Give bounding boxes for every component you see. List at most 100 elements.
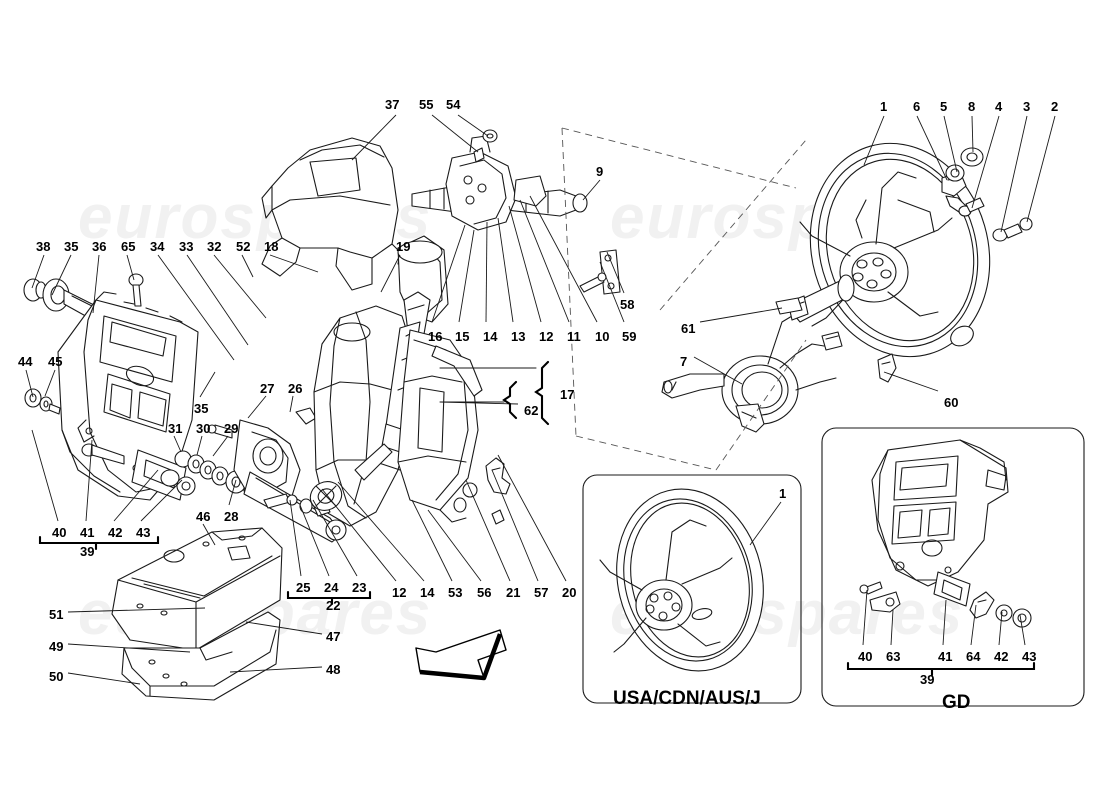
leader-8 bbox=[971, 115, 974, 153]
callout-label-14b: 14 bbox=[420, 585, 435, 600]
inset-gd-bracket bbox=[859, 439, 1032, 628]
leader-16 bbox=[431, 224, 466, 323]
leader-57 bbox=[491, 469, 539, 582]
inset-gd-callout-label-40: 40 bbox=[858, 649, 873, 664]
callout-label-44: 44 bbox=[18, 354, 33, 369]
callout-label-39: 39 bbox=[80, 544, 95, 559]
gd-leader-43 bbox=[1019, 614, 1026, 646]
leader-27 bbox=[247, 395, 267, 419]
leader-24 bbox=[299, 504, 330, 577]
leader-48 bbox=[229, 666, 323, 673]
leader-30 bbox=[196, 435, 203, 456]
housing-cast-17 bbox=[397, 329, 483, 523]
leader-3 bbox=[1000, 115, 1028, 233]
callout-label-60: 60 bbox=[944, 395, 959, 410]
callout-label-20: 20 bbox=[562, 585, 577, 600]
callout-label-18: 18 bbox=[264, 239, 279, 254]
leader-65 bbox=[126, 254, 135, 281]
leader-18 bbox=[269, 254, 319, 273]
callout-leader-lines bbox=[25, 114, 1056, 685]
callout-label-12b: 12 bbox=[392, 585, 407, 600]
callout-label-51: 51 bbox=[49, 607, 64, 622]
callout-label-48: 48 bbox=[326, 662, 341, 677]
leader-25 bbox=[289, 499, 302, 577]
callout-label-35t: 35 bbox=[64, 239, 79, 254]
callout-label-2: 2 bbox=[1051, 99, 1059, 114]
leader-5 bbox=[943, 115, 958, 173]
callout-label-5: 5 bbox=[940, 99, 948, 114]
callout-label-12: 12 bbox=[539, 329, 554, 344]
inset-gd-callout-label-43: 43 bbox=[1022, 649, 1037, 664]
callout-label-42: 42 bbox=[108, 525, 123, 540]
lower-cover-assembly bbox=[111, 527, 283, 701]
leader-26 bbox=[289, 395, 294, 413]
clock-spring-module-7 bbox=[661, 295, 843, 433]
callout-label-1: 1 bbox=[880, 99, 888, 114]
leader-10 bbox=[529, 195, 598, 323]
inset-gd-group-label-gd-group-39: 39 bbox=[920, 672, 935, 687]
callout-label-62: 62 bbox=[524, 403, 539, 418]
inset-usa-callout-label-1: 1 bbox=[779, 486, 787, 501]
leader-54 bbox=[457, 114, 489, 137]
callout-label-34: 34 bbox=[150, 239, 165, 254]
inset-usa-caption: USA/CDN/AUS/J bbox=[613, 688, 761, 709]
inset-gd-callout-label-41: 41 bbox=[938, 649, 953, 664]
leader-14 bbox=[485, 221, 488, 323]
callout-label-61: 61 bbox=[681, 321, 696, 336]
callout-label-56: 56 bbox=[477, 585, 492, 600]
leader-52 bbox=[241, 254, 254, 278]
leader-4 bbox=[971, 115, 1000, 209]
direction-arrow bbox=[415, 629, 507, 681]
leader-40 bbox=[31, 429, 59, 522]
callout-label-28: 28 bbox=[224, 509, 239, 524]
leader-13 bbox=[497, 217, 514, 323]
leader-51 bbox=[67, 607, 206, 613]
leader-44 bbox=[25, 369, 34, 398]
leader-7 bbox=[693, 356, 743, 385]
callout-label-6: 6 bbox=[913, 99, 921, 114]
leader-9 bbox=[582, 179, 601, 201]
callout-label-26: 26 bbox=[288, 381, 303, 396]
leader-53 bbox=[411, 499, 453, 582]
callout-label-57: 57 bbox=[534, 585, 549, 600]
callout-label-33: 33 bbox=[179, 239, 194, 254]
callout-label-16: 16 bbox=[428, 329, 443, 344]
leader-35m bbox=[199, 371, 216, 398]
callout-label-27: 27 bbox=[260, 381, 275, 396]
leader-58 bbox=[606, 251, 625, 294]
leader-28 bbox=[228, 479, 237, 506]
leader-50 bbox=[67, 672, 141, 685]
leader-23 bbox=[312, 499, 358, 577]
leader-61 bbox=[699, 307, 783, 323]
callout-label-29: 29 bbox=[224, 421, 239, 436]
leader-41 bbox=[85, 439, 93, 522]
gd-leader-64 bbox=[970, 604, 977, 646]
callout-label-24: 24 bbox=[324, 580, 339, 595]
leader-6 bbox=[916, 115, 948, 181]
callout-label-45: 45 bbox=[48, 354, 63, 369]
callout-label-40: 40 bbox=[52, 525, 67, 540]
inset-usa-box bbox=[582, 474, 802, 704]
leader-15 bbox=[458, 229, 475, 323]
inset-gd-box bbox=[821, 427, 1085, 707]
leader-55 bbox=[431, 114, 479, 153]
gd-callout-leaders bbox=[862, 589, 1026, 646]
leader-59 bbox=[599, 261, 625, 323]
leader-12 bbox=[508, 205, 542, 323]
leader-14b bbox=[337, 481, 425, 582]
inset-gd-callout-label-63: 63 bbox=[886, 649, 901, 664]
callout-label-30: 30 bbox=[196, 421, 211, 436]
inset-gd-callout-label-42: 42 bbox=[994, 649, 1009, 664]
leader-49 bbox=[67, 643, 191, 653]
callout-label-23: 23 bbox=[352, 580, 367, 595]
gd-leader-41 bbox=[942, 599, 947, 646]
callout-label-54: 54 bbox=[446, 97, 461, 112]
callout-label-38: 38 bbox=[36, 239, 51, 254]
callout-label-7: 7 bbox=[680, 354, 688, 369]
leader-11 bbox=[519, 199, 570, 323]
leader-29 bbox=[212, 435, 229, 457]
inset-usa-steering-wheel bbox=[599, 488, 764, 672]
leader-2 bbox=[1026, 115, 1056, 223]
group-brackets bbox=[38, 360, 550, 606]
